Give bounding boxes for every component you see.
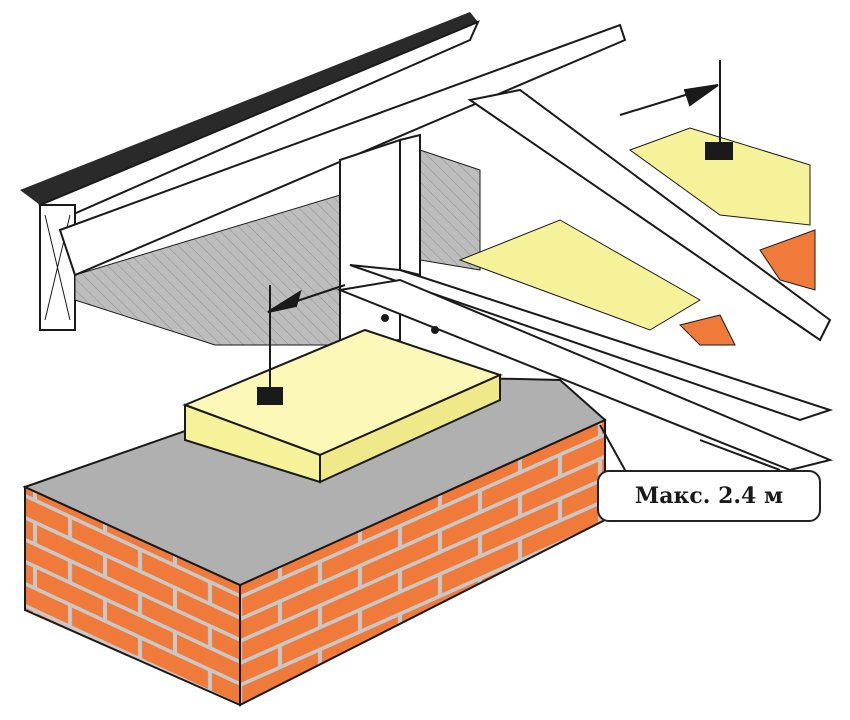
- insulation-block: [182, 328, 503, 484]
- dimension-arrows: [257, 60, 781, 471]
- gutter: [20, 12, 480, 331]
- max-span-label: Макс. 2.4 м: [597, 470, 821, 522]
- rafters: [58, 23, 834, 472]
- anchor-bracket-right: [705, 142, 733, 160]
- insulation-right: [458, 127, 816, 346]
- anchor-bracket-left: [257, 387, 283, 405]
